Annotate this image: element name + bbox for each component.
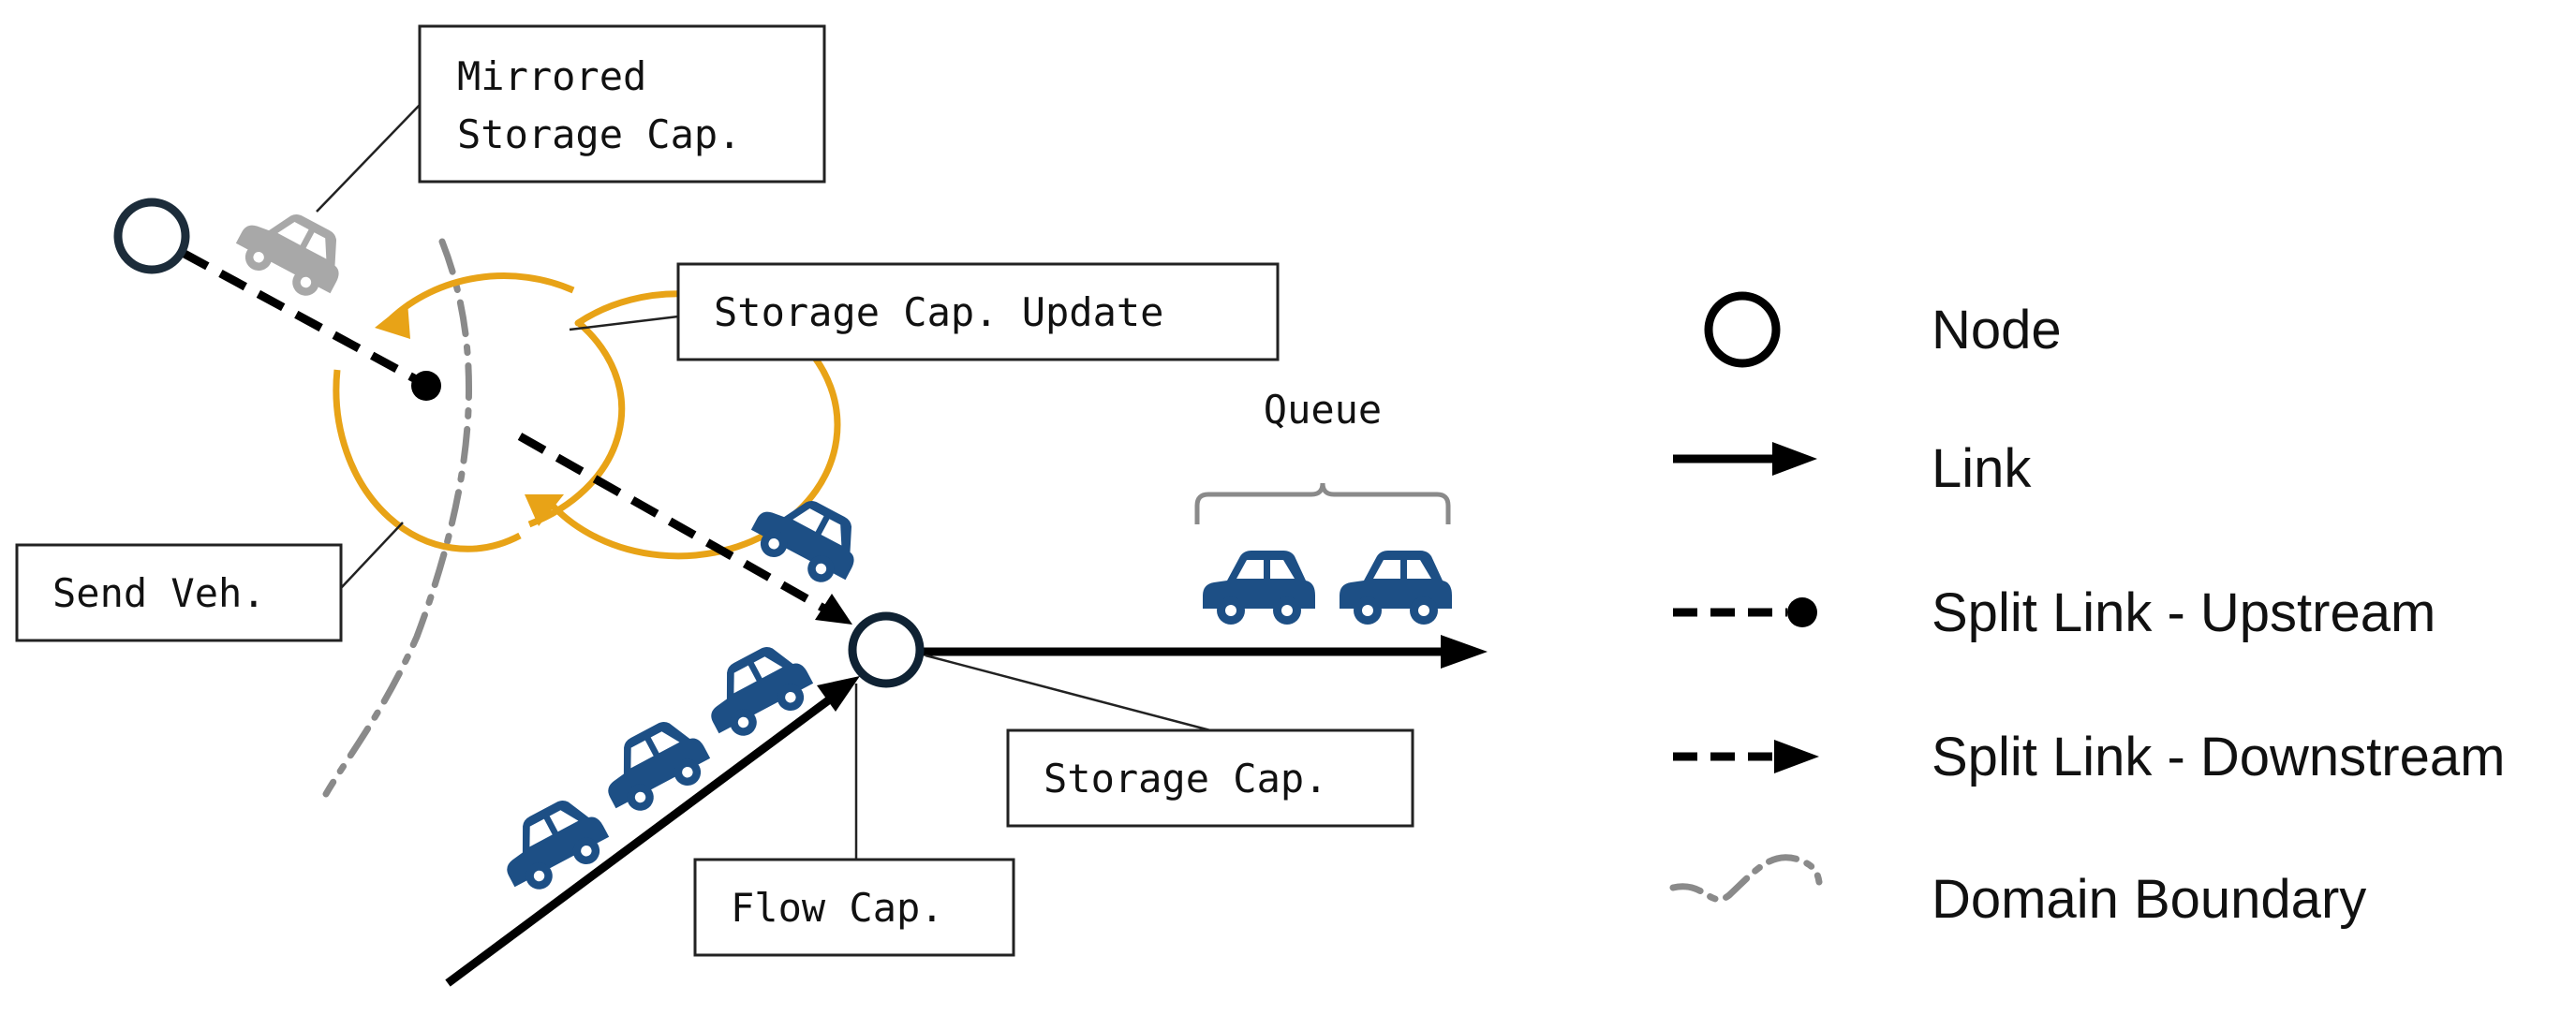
- domain-boundary-line: [322, 238, 473, 798]
- junction-node: [848, 611, 925, 688]
- mirrored-storage-cap-box: [418, 24, 826, 184]
- legend-downstream-label: Split Link - Downstream: [1932, 727, 2505, 787]
- incoming-link: [445, 689, 841, 987]
- upstream-node: [113, 198, 190, 274]
- flow-cap-box: [693, 858, 1015, 957]
- arrowhead-icon: [1441, 635, 1488, 669]
- arrowhead-icon: [817, 676, 860, 712]
- queue-bracket: [1194, 482, 1451, 524]
- legend-node-icon: [1704, 291, 1781, 368]
- arrowhead-icon: [1774, 740, 1819, 773]
- leader-storage-update: [569, 315, 679, 331]
- end-dot-icon: [411, 371, 441, 401]
- end-dot-icon: [1787, 597, 1817, 627]
- legend-boundary-label: Domain Boundary: [1932, 869, 2366, 930]
- legend-node-label: Node: [1932, 300, 2062, 360]
- flow-cap-label: Flow Cap.: [731, 885, 944, 931]
- leader-mirrored: [316, 104, 421, 213]
- storage-cap-update-box: [676, 262, 1280, 361]
- legend-boundary-line: [1669, 854, 1823, 904]
- car-icon: [229, 194, 357, 307]
- mirrored-storage-cap-line2: Storage Cap.: [457, 111, 741, 157]
- car-icon: [589, 709, 718, 822]
- mirrored-storage-cap-line1: Mirrored: [457, 53, 646, 99]
- car-icon: [692, 634, 821, 747]
- storage-cap-update-label: Storage Cap. Update: [714, 289, 1163, 335]
- legend-link-label: Link: [1932, 438, 2032, 499]
- storage-cap-box: [1006, 728, 1414, 828]
- leader-send-veh: [340, 522, 404, 589]
- legend: Node Link Split Link - Upstream Split Li…: [1669, 291, 2505, 930]
- storage-cap-label: Storage Cap.: [1044, 756, 1327, 802]
- split-link-downstream: [517, 433, 827, 612]
- arrowhead-icon: [1772, 442, 1817, 476]
- leader-storage-cap: [925, 654, 1211, 732]
- send-veh-label: Send Veh.: [52, 570, 266, 616]
- arrowhead-icon: [815, 594, 852, 625]
- car-icon: [1203, 551, 1315, 625]
- queue-label: Queue: [1264, 387, 1382, 433]
- send-veh-box: [15, 543, 343, 642]
- car-icon: [1340, 551, 1452, 625]
- split-link-upstream: [180, 249, 417, 382]
- car-icon: [488, 787, 616, 901]
- legend-upstream-label: Split Link - Upstream: [1932, 582, 2435, 643]
